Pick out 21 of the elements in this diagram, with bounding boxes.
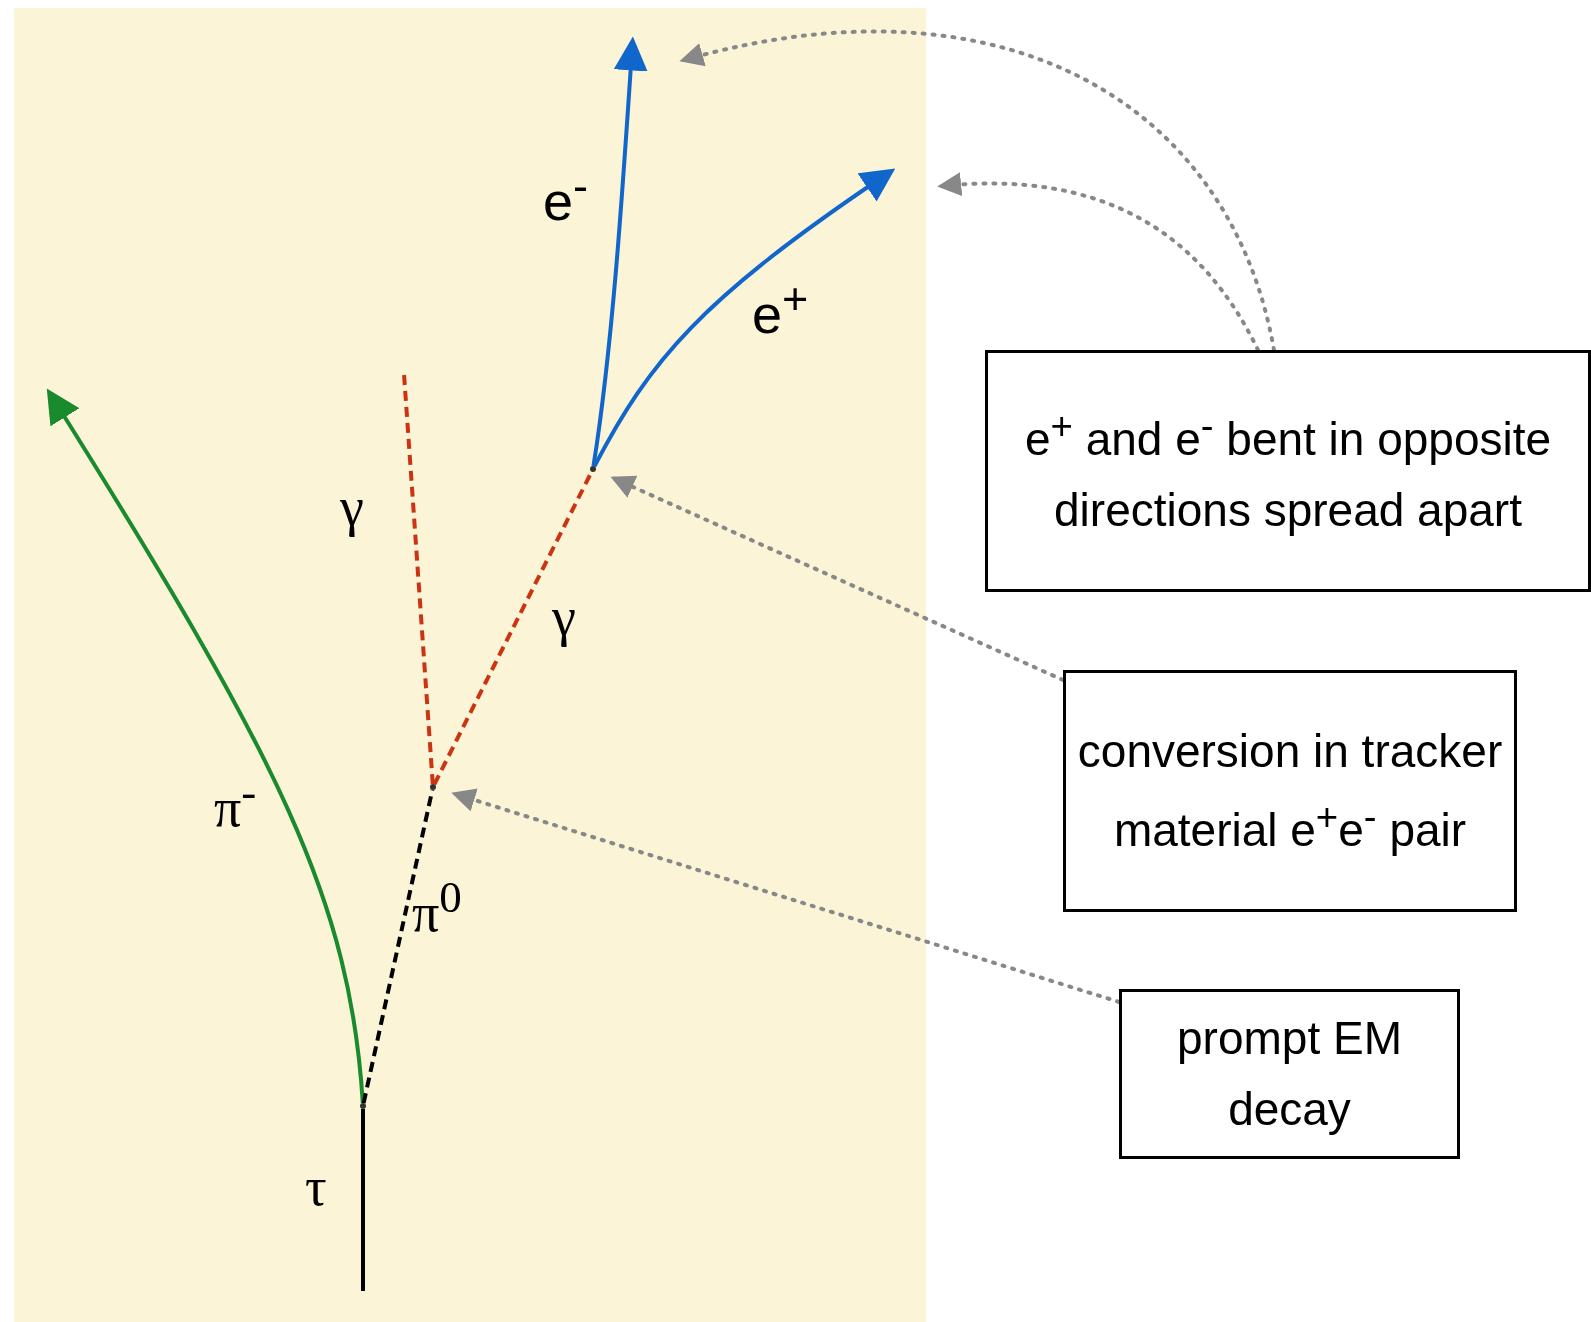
positron-track (592, 168, 896, 468)
edge-label: π$^{-}$ (214, 770, 257, 835)
annotation-box: e$^{+}$ and e$^{-}$ bent in opposite directions spread apart (985, 350, 1591, 592)
leader-line (610, 475, 1065, 682)
edge-label: π$^{0}$ (412, 875, 462, 940)
leader-line (679, 30, 1276, 352)
edge-label: e$^{+}$ (752, 276, 809, 341)
annotation-box: prompt EM decay (1119, 989, 1460, 1159)
leader-line (451, 788, 1121, 1004)
vertex-dot (430, 784, 436, 790)
pion-track (46, 388, 365, 1104)
edge-label: e$^{-}$ (543, 163, 589, 228)
neutral-pion-track (361, 789, 435, 1104)
electron-track (591, 36, 648, 467)
vertex-dot (590, 466, 596, 472)
leader-line (937, 172, 1260, 352)
edge-label: τ (305, 1160, 327, 1214)
annotation-box: conversion in tracker material e$^{+}$e$^{-}$ pair (1063, 670, 1517, 912)
photon-track (402, 373, 435, 785)
tau-track (361, 1109, 365, 1291)
vertex-dot (360, 1103, 366, 1109)
